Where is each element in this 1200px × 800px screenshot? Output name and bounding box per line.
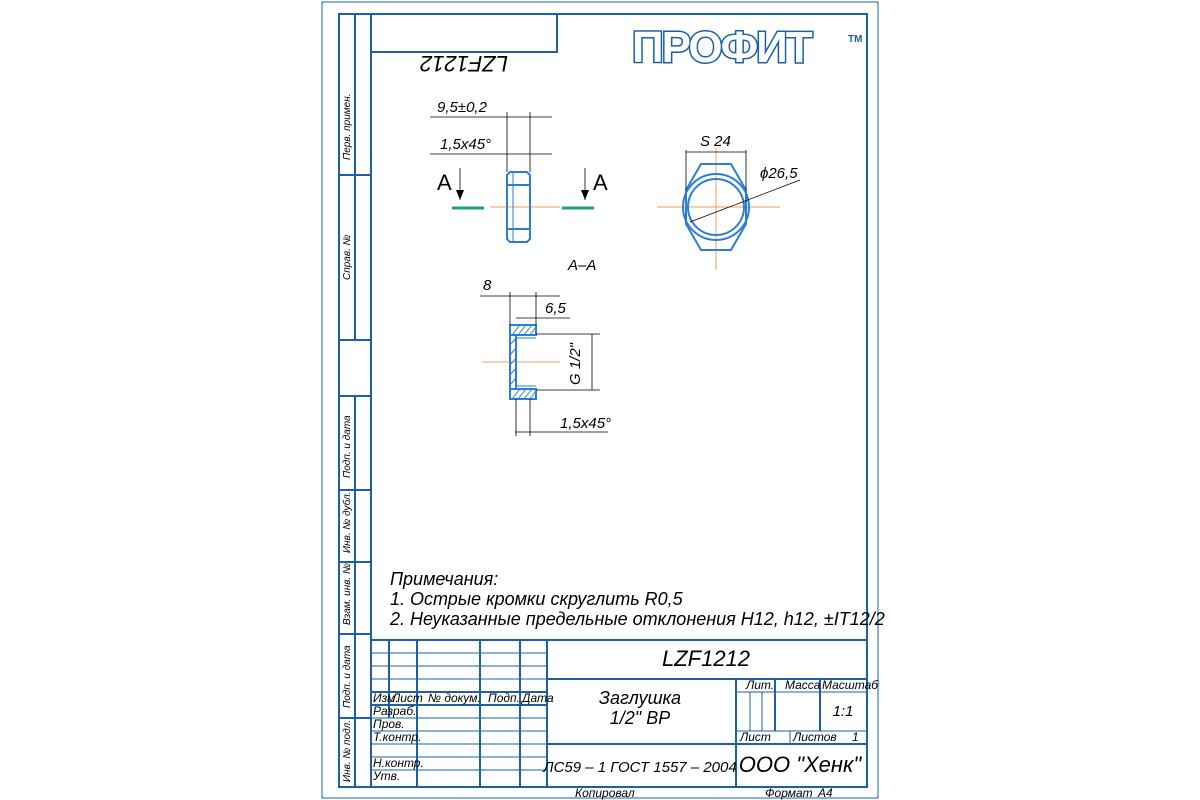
tb-h-doc: № докум. bbox=[428, 691, 481, 705]
section-title: А–А bbox=[567, 257, 596, 274]
dim-thread: G 1/2" bbox=[567, 342, 584, 385]
format-val: А4 bbox=[817, 786, 833, 800]
dim-width-total: 9,5±0,2 bbox=[437, 99, 488, 116]
notes: Примечания: 1. Острые кромки скруглить R… bbox=[389, 569, 885, 629]
logo-text: ПРОФИТ bbox=[632, 23, 813, 72]
tb-role-utv: Утв. bbox=[372, 769, 400, 783]
tb-code: LZF1212 bbox=[662, 646, 750, 671]
side-label-podp-data-2: Подп. и дата bbox=[342, 645, 353, 708]
tb-scale: 1:1 bbox=[833, 703, 854, 720]
dim-chamfer-bottom: 1,5x45° bbox=[560, 415, 611, 432]
tb-company: ООО "Хенк" bbox=[739, 752, 863, 777]
profit-logo: ПРОФИТ TM bbox=[631, 22, 863, 74]
dim-diameter: ϕ26,5 bbox=[760, 165, 798, 182]
hex-inner-circle bbox=[687, 178, 745, 236]
logo-tm: TM bbox=[848, 34, 862, 45]
hex-outline bbox=[685, 163, 747, 251]
sheet-outer-frame bbox=[321, 1, 879, 799]
tb-h-masshtab: Масштаб bbox=[822, 678, 879, 692]
note-2: 2. Неуказанные предельные отклонения H12… bbox=[389, 609, 885, 629]
notes-title: Примечания: bbox=[390, 569, 498, 589]
hex-outer-circle bbox=[682, 173, 750, 241]
side-label-vzam-inv: Взам. инв. № bbox=[342, 563, 353, 625]
tb-h-massa: Масса bbox=[785, 678, 821, 692]
dim-sec-inner: 6,5 bbox=[545, 300, 567, 317]
section-mark-left: A bbox=[437, 170, 452, 195]
section-mark-right: A bbox=[593, 170, 608, 195]
top-code-box bbox=[370, 13, 558, 53]
format-label: Формат bbox=[765, 786, 813, 800]
side-label-perv-primen: Перв. примен. bbox=[342, 94, 353, 160]
tb-h-lit: Лит. bbox=[745, 678, 774, 692]
side-label-sprav-no: Справ. № bbox=[342, 234, 353, 280]
note-1: 1. Острые кромки скруглить R0,5 bbox=[390, 589, 684, 609]
tb-role-nkontr: Н.контр. bbox=[373, 756, 424, 770]
front-view: S 24 ϕ26,5 bbox=[657, 133, 801, 270]
tb-name-line1: Заглушка bbox=[599, 688, 681, 708]
dim-hex-size: S 24 bbox=[700, 133, 731, 150]
side-label-podp-data-1: Подп. и дата bbox=[342, 415, 353, 478]
tb-role-prov: Пров. bbox=[373, 717, 405, 731]
tb-h-list2: Лист bbox=[739, 730, 771, 744]
tb-h-list: Лист bbox=[391, 691, 423, 705]
tb-h-listov: Листов bbox=[792, 730, 837, 744]
tb-listov-val: 1 bbox=[852, 730, 859, 744]
tb-h-izm: Изм. bbox=[373, 691, 399, 705]
title-block: LZF1212 Заглушка 1/2" ВР ЛС59 – 1 ГОСТ 1… bbox=[370, 639, 879, 788]
tb-role-razrab: Разраб. bbox=[373, 704, 416, 718]
dim-sec-width: 8 bbox=[483, 277, 492, 294]
section-view: 8 6,5 G 1/2" 1,5x45° bbox=[480, 277, 611, 436]
dim-chamfer-top: 1,5x45° bbox=[440, 136, 491, 153]
tb-role-tkontr: Т.контр. bbox=[373, 730, 421, 744]
top-code-mirrored: LZF1212 bbox=[420, 51, 508, 76]
tb-h-podp: Подп. bbox=[488, 691, 520, 705]
tb-material: ЛС59 – 1 ГОСТ 1557 – 2004 bbox=[542, 759, 736, 776]
side-view-profile bbox=[506, 171, 531, 243]
drawing-frame bbox=[370, 13, 868, 788]
side-label-inv-dubl: Инв. № дубл. bbox=[341, 492, 353, 554]
tb-h-data: Дата bbox=[520, 691, 554, 705]
kopiroval: Копировал bbox=[575, 786, 635, 800]
tb-name-line2: 1/2" ВР bbox=[610, 708, 670, 728]
side-label-inv-podl: Инв. № подл. bbox=[342, 720, 353, 782]
side-view: A A 9,5±0,2 1,5x45° bbox=[430, 99, 608, 243]
